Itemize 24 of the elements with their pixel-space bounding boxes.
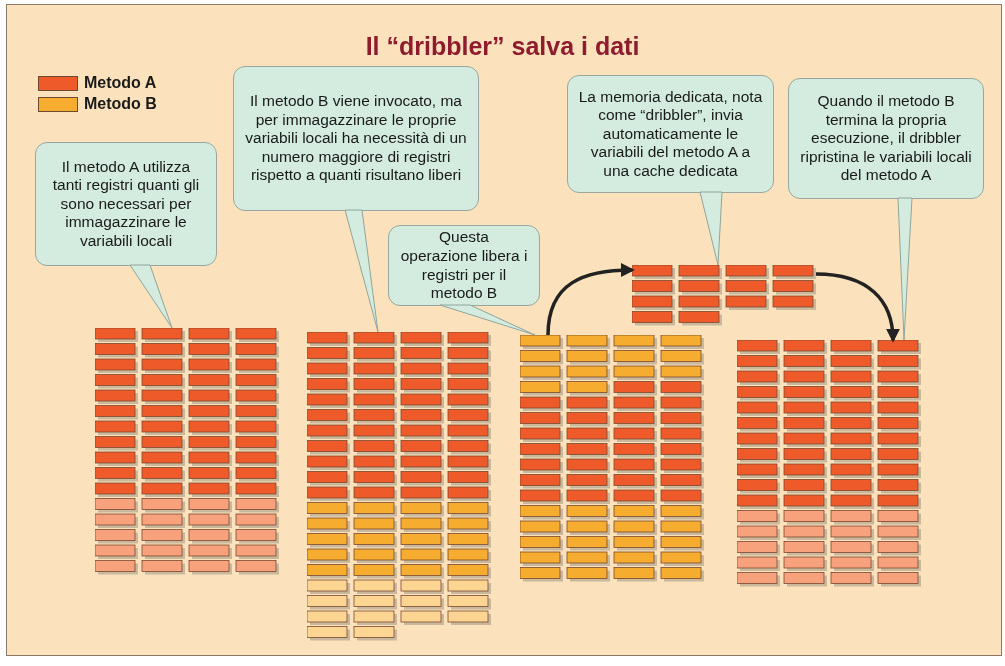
- callout-text: Quando il metodo B termina la propria esecuzione, il dribbler ripristina le variabili locali del metodo A: [799, 92, 973, 185]
- callout-text: Il metodo A utilizza tanti registri quanti gli sono necessari per immagazzinare le variabili locali: [51, 157, 201, 251]
- callout-text: Il metodo B viene invocato, ma per immagazzinare le proprie variabili locali ha necessità di un numero maggiore di registri rispetto a quanti risultano liberi: [244, 92, 468, 185]
- legend-label: Metodo A: [84, 74, 157, 92]
- callout-bubble: [788, 78, 984, 199]
- register-stack-drawing: [95, 328, 279, 575]
- legend-label: Metodo B: [84, 95, 157, 113]
- callout-pointer: [897, 197, 913, 341]
- register-stack-drawing: [737, 340, 921, 587]
- register-stack-drawing: [520, 335, 704, 582]
- callout-pointer: [439, 304, 536, 336]
- callout-bubble: [567, 75, 774, 193]
- title: Il “dribbler” salva i dati: [364, 32, 641, 61]
- callout-pointer: [129, 264, 173, 329]
- callout-bubble: [233, 66, 479, 211]
- curved-arrow: [546, 263, 635, 336]
- callout-pointer: [344, 209, 379, 333]
- callout-text: La memoria dedicata, nota come “dribbler”, invia automaticamente le variabili del metodo A a una cache dedicata: [578, 87, 763, 181]
- callout-text: Questa operazione libera i registri per il metodo B: [399, 228, 529, 303]
- callout-pointer: [699, 191, 723, 266]
- register-stack-drawing: [307, 332, 491, 641]
- curved-arrow: [815, 272, 900, 343]
- callout-bubble: [35, 142, 217, 266]
- register-stack-drawing: [632, 265, 816, 326]
